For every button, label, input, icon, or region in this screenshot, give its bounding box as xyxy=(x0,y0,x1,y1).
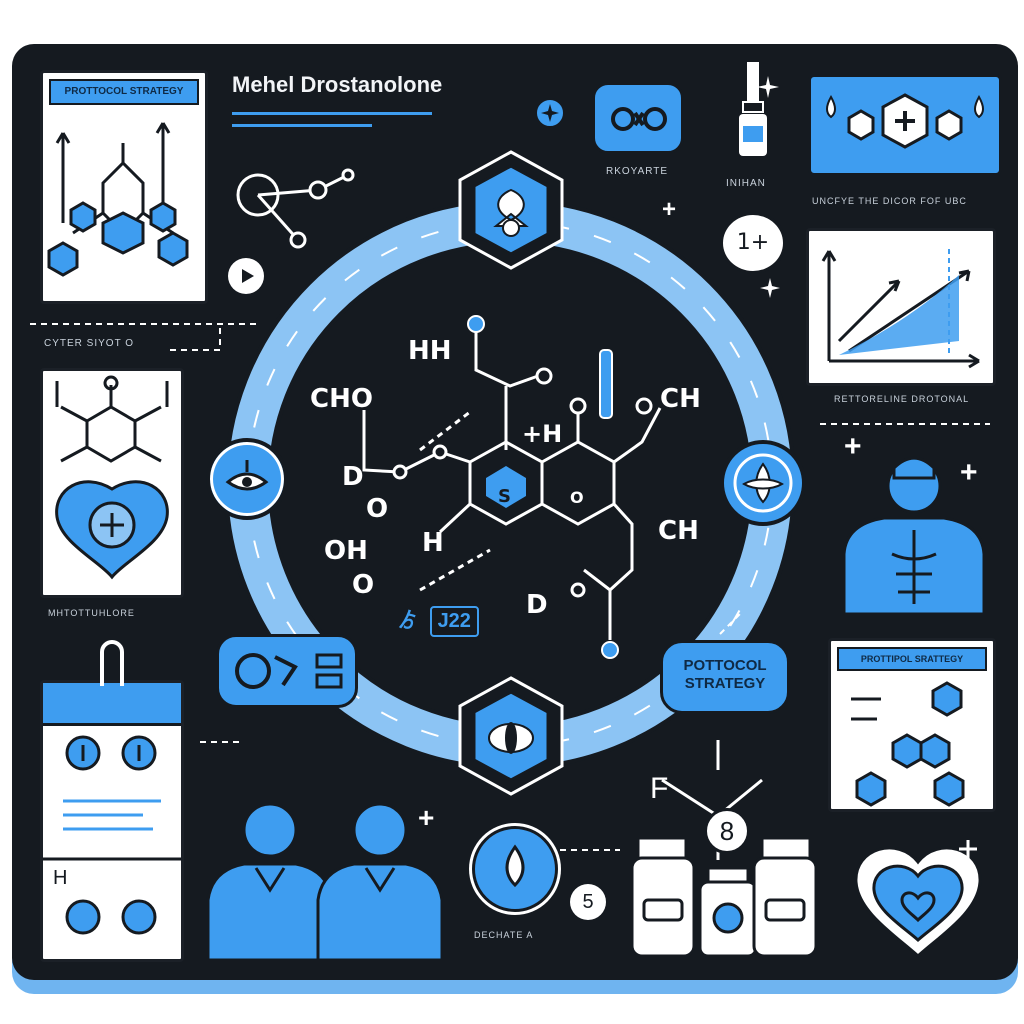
drop-icon xyxy=(505,844,525,888)
molecule-label-d-left: D xyxy=(342,462,364,492)
card-header: PROTTOCOL STRATEGY xyxy=(49,79,199,105)
molecule-label-ch-bottom: CH xyxy=(658,516,699,546)
play-button[interactable] xyxy=(228,258,264,294)
title-underline-short xyxy=(232,124,372,127)
checklist-icon xyxy=(43,735,181,935)
plus-icon: + xyxy=(662,196,677,223)
eye-icon xyxy=(225,460,269,491)
heart-icon xyxy=(854,840,982,959)
sparkle-icon xyxy=(760,278,780,298)
molecule-label-hh: HH xyxy=(408,336,452,366)
network-icon xyxy=(236,168,355,249)
jars-icon xyxy=(630,836,818,958)
plus-icon: + xyxy=(418,802,435,833)
protocol-strategy-card: PROTTOCOL STRATEGY xyxy=(40,70,208,304)
athlete-icon xyxy=(842,456,986,616)
target-icon xyxy=(535,98,565,128)
molecule-label-ch-right: CH xyxy=(660,384,701,414)
bottom-hex-node xyxy=(458,676,564,796)
f-label: F xyxy=(650,772,669,805)
chart-caption: RETTORELINE DROTONAL xyxy=(834,394,970,404)
speech-bubble: 1+ xyxy=(720,212,786,274)
clipboard-h-label: H xyxy=(53,867,68,889)
molecule-structure xyxy=(362,315,662,659)
capsule-badge xyxy=(216,634,358,708)
sparkle-icon xyxy=(757,76,779,98)
dashed-connector xyxy=(30,323,260,351)
molecule-label-cho: CHO xyxy=(310,384,373,414)
play-icon xyxy=(242,269,254,283)
badge-number: 5 xyxy=(582,891,594,913)
eight-text: 8 xyxy=(719,816,735,846)
protocol-strategy-card-right: PROTTIPOL SRATTEGY xyxy=(828,638,996,812)
hexagon-tile-card xyxy=(808,74,1002,176)
clipboard-header xyxy=(43,683,181,726)
plus-icon: + xyxy=(844,430,862,463)
molecule-label-h-left: H xyxy=(422,528,444,558)
molecule-label-s: S xyxy=(498,486,511,507)
molecule-label-o-left: O xyxy=(366,494,389,524)
molecule-label-d-bottom: D xyxy=(526,590,548,620)
trend-chart-card xyxy=(806,228,996,386)
pill-label-line2: STRATEGY xyxy=(684,675,766,692)
molecule-diagram-icon xyxy=(47,122,189,277)
plus-icon: + xyxy=(960,456,978,489)
clipboard-card: H xyxy=(40,680,184,962)
left-ring-node xyxy=(206,438,288,520)
left-dashed-label: CYTER SIYOT O xyxy=(44,338,135,349)
bottom-center-caption: DECHATE A xyxy=(474,930,534,940)
bottle-caption: INIHAN xyxy=(726,178,766,189)
code-label: ゟ J22 xyxy=(398,604,479,637)
molecule-label-o-bottom: O xyxy=(352,570,375,600)
drop-badge xyxy=(472,826,558,912)
top-center-caption: RKOYARTE xyxy=(606,166,669,177)
top-hex-node xyxy=(458,150,564,270)
bubble-label: 1+ xyxy=(736,230,770,255)
top-right-caption: UNCFYE THE DICOR FOF UBC xyxy=(812,196,967,206)
molecule-label-plus-h: +H xyxy=(522,420,563,448)
molecule-label-o-ring: O xyxy=(570,488,584,507)
card-header-right: PROTTIPOL SRATTEGY xyxy=(837,647,987,671)
code-box: J22 xyxy=(429,606,479,637)
step-number-badge: 5 xyxy=(570,884,606,920)
leaf-icon xyxy=(733,453,793,513)
eight-label: 8 xyxy=(704,808,750,854)
molecule-label-oh: OH xyxy=(324,536,368,566)
lab-device-icon xyxy=(592,82,684,154)
hex-grid-icon xyxy=(851,681,965,807)
page-title: Mehel Drostanolone xyxy=(232,72,443,97)
capsule-icon xyxy=(235,653,343,689)
trend-chart-icon xyxy=(821,249,980,369)
pill-label-line1: POTTOCOL xyxy=(683,657,767,674)
bottle-icon xyxy=(739,62,767,156)
structure-card xyxy=(40,368,184,598)
paperclip-icon xyxy=(100,640,124,686)
left-card-caption: MHTOTTUHLORE xyxy=(48,608,135,618)
title-underline xyxy=(232,112,432,115)
code-prefix: ゟ xyxy=(398,610,418,632)
protocol-strategy-pill[interactable]: POTTOCOL STRATEGY xyxy=(660,640,790,714)
people-icon xyxy=(206,802,444,962)
right-ring-node xyxy=(720,440,806,526)
